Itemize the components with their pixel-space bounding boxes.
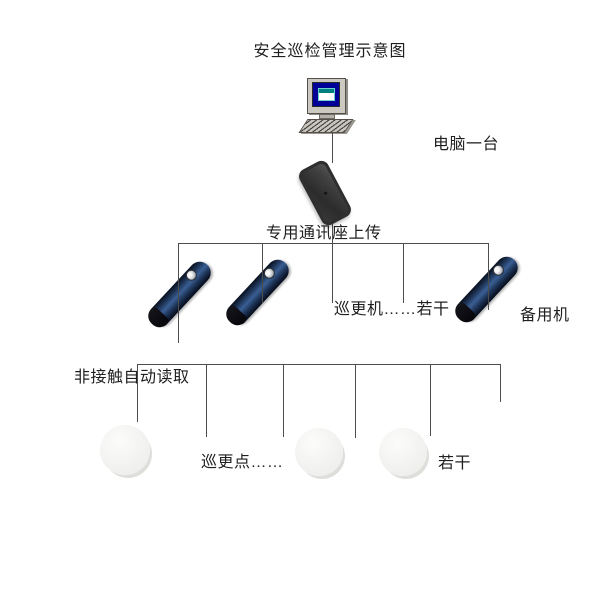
connector-line (332, 133, 333, 163)
patrol-wand-icon-backup (451, 252, 523, 326)
computer-screen (312, 82, 340, 107)
desktop-computer-icon (298, 77, 355, 135)
contactless-read-label: 非接触自动读取 (74, 369, 190, 386)
computer-keyboard (298, 119, 354, 133)
upload-bus-line (178, 243, 489, 244)
patrol-machines-label: 巡更机……若干 (334, 301, 450, 318)
computer-screen-window (318, 88, 335, 101)
several-label: 若干 (438, 455, 472, 472)
patrol-point-disc-icon (100, 425, 150, 475)
connector-line (355, 364, 356, 438)
dock-label: 专用通讯座上传 (266, 225, 382, 242)
connector-line (500, 364, 501, 402)
connector-line (262, 243, 263, 303)
patrol-point-disc-icon (295, 428, 343, 476)
connector-line (488, 243, 489, 310)
connector-line (430, 364, 431, 436)
communication-dock-icon (296, 158, 354, 228)
computer-screen-titlebar (319, 89, 334, 93)
patrol-point-disc-icon (379, 428, 427, 476)
computer-monitor (307, 78, 346, 114)
patrol-wand-icon (222, 255, 294, 329)
computer-label: 电脑一台 (433, 136, 500, 153)
connector-line (206, 364, 207, 437)
computer-stand (319, 114, 335, 119)
patrol-wand-icon (144, 257, 216, 331)
connector-line (283, 364, 284, 437)
patrol-points-label: 巡更点…… (201, 454, 284, 471)
connector-line (332, 222, 333, 303)
backup-machine-label: 备用机 (520, 307, 570, 324)
connector-line (178, 243, 179, 343)
read-bus-line (137, 364, 501, 365)
connector-line (403, 243, 404, 303)
connector-line (137, 364, 138, 422)
diagram-title: 安全巡检管理示意图 (253, 43, 407, 60)
